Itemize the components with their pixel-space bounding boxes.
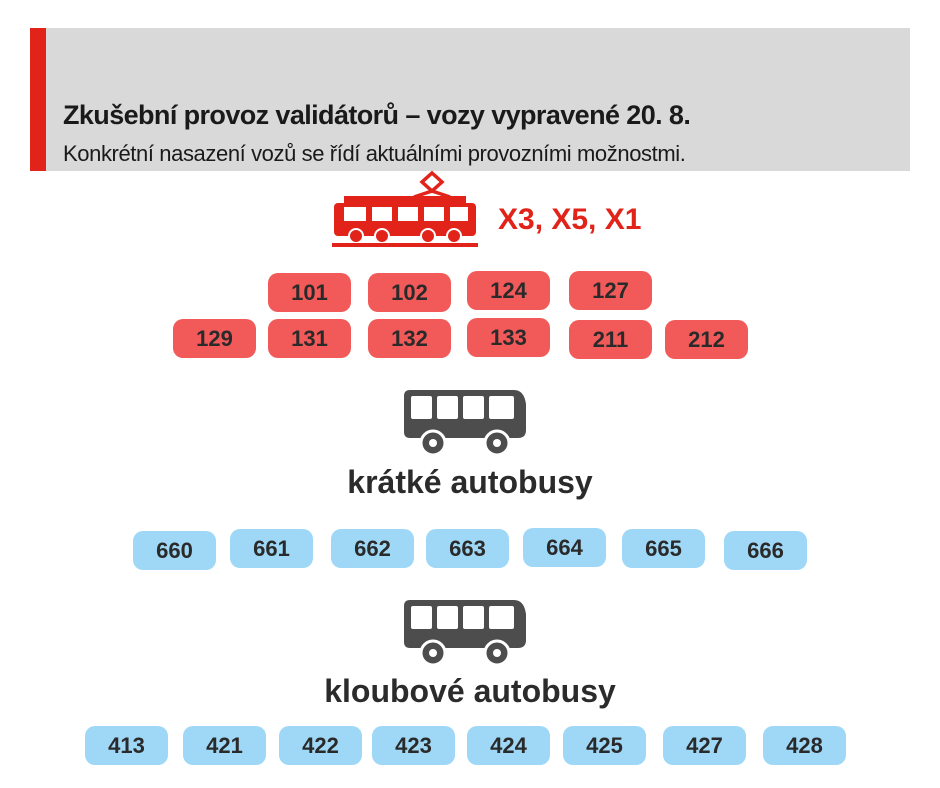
accent-bar [30, 28, 46, 171]
short-bus-vehicle-badge: 664 [523, 528, 606, 567]
tram-vehicle-badge: 211 [569, 320, 652, 359]
short-bus-vehicle-badge: 661 [230, 529, 313, 568]
tram-vehicle-badge: 101 [268, 273, 351, 312]
articulated-bus-vehicle-badge: 423 [372, 726, 455, 765]
tram-vehicle-badge: 132 [368, 319, 451, 358]
bus-icon [404, 600, 526, 667]
tram-vehicle-badge: 133 [467, 318, 550, 357]
short-buses-label: krátké autobusy [347, 464, 593, 500]
page-subtitle: Konkrétní nasazení vozů se řídí aktuální… [63, 141, 686, 166]
articulated-buses-label: kloubové autobusy [324, 673, 616, 709]
header-banner: Zkušební provoz validátorů – vozy vyprav… [30, 28, 910, 171]
tram-lines: X3, X5, X1 [498, 203, 642, 236]
tram-vehicle-badge: 127 [569, 271, 652, 310]
short-bus-vehicle-badge: 666 [724, 531, 807, 570]
articulated-bus-vehicle-badge: 424 [467, 726, 550, 765]
short-bus-vehicle-badge: 662 [331, 529, 414, 568]
tram-vehicle-badge: 131 [268, 319, 351, 358]
articulated-bus-vehicle-badge: 428 [763, 726, 846, 765]
tram-vehicle-badge: 212 [665, 320, 748, 359]
short-bus-vehicle-badge: 663 [426, 529, 509, 568]
tram-vehicle-badge: 129 [173, 319, 256, 358]
tram-vehicle-badge: 124 [467, 271, 550, 310]
bus-icon [404, 390, 526, 457]
short-bus-vehicle-badge: 660 [133, 531, 216, 570]
articulated-bus-vehicle-badge: 425 [563, 726, 646, 765]
articulated-bus-vehicle-badge: 421 [183, 726, 266, 765]
articulated-bus-vehicle-badge: 427 [663, 726, 746, 765]
articulated-bus-vehicle-badge: 413 [85, 726, 168, 765]
short-bus-vehicle-badge: 665 [622, 529, 705, 568]
tram-vehicle-badge: 102 [368, 273, 451, 312]
articulated-bus-vehicle-badge: 422 [279, 726, 362, 765]
tram-icon [332, 170, 478, 247]
page-title: Zkušební provoz validátorů – vozy vyprav… [63, 100, 691, 130]
